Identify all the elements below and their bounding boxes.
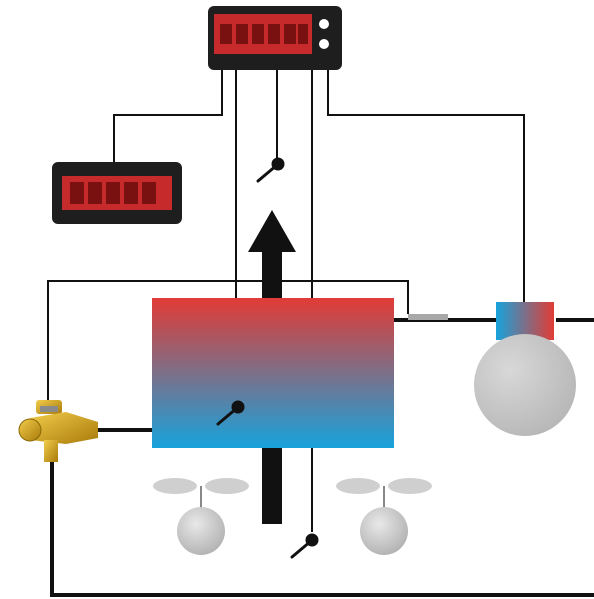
controller-indicator-dot xyxy=(319,39,329,49)
arrow-up-icon xyxy=(248,210,296,524)
controller-digits xyxy=(220,24,308,44)
controller-indicator-dot xyxy=(319,19,329,29)
coil-outlet-bulb xyxy=(408,314,448,320)
wire-valve-bulb xyxy=(47,280,409,400)
wire-controller-to-remote-display xyxy=(113,70,223,162)
expansion-valve-icon xyxy=(18,400,98,462)
compressor-body xyxy=(474,334,576,436)
pipe-liquid-line xyxy=(50,455,594,597)
wire-controller-to-compressor xyxy=(327,70,525,302)
temperature-probe-icon xyxy=(216,400,245,426)
remote-display-digits xyxy=(70,182,156,204)
temperature-probe-icon xyxy=(256,157,285,183)
compressor-icon xyxy=(474,302,576,436)
main-controller xyxy=(208,6,342,70)
remote-display xyxy=(52,162,182,224)
temperature-probe-icon xyxy=(290,533,319,559)
fan-icon xyxy=(336,478,432,555)
compressor-head xyxy=(496,302,554,340)
fan-icon xyxy=(153,478,249,555)
evaporator-coil xyxy=(152,298,394,448)
